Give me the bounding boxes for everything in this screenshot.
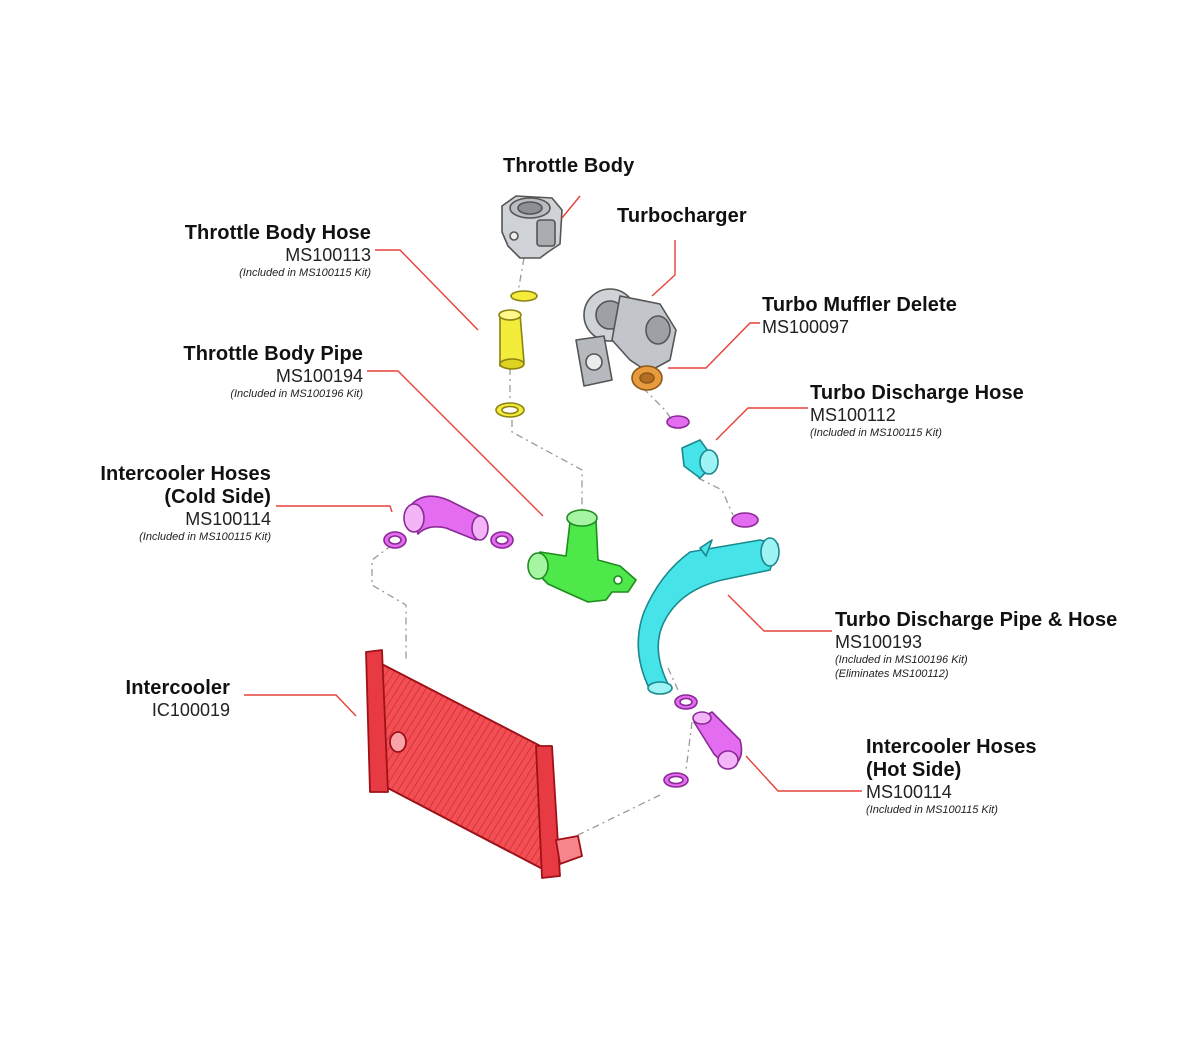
turbo-discharge-hose-part bbox=[666, 415, 759, 528]
callout-intercooler-hoses-hot: Intercooler Hoses (Hot Side) MS100114 (I… bbox=[866, 736, 1037, 817]
callout-note: (Included in MS100115 Kit) bbox=[810, 426, 942, 439]
callout-leader-lines bbox=[244, 195, 862, 792]
assembly-guide-lines bbox=[371, 257, 734, 839]
callout-turbo-muffler-delete: Turbo Muffler Delete MS100097 bbox=[762, 294, 957, 338]
callout-title-line2: (Hot Side) bbox=[866, 759, 962, 781]
intercooler-hoses-hot-part bbox=[663, 694, 743, 788]
callout-note: (Included in MS100196 Kit) bbox=[835, 653, 968, 666]
callout-turbocharger: Turbocharger bbox=[617, 205, 747, 228]
callout-intercooler-hoses-cold: Intercooler Hoses (Cold Side) MS100114 (… bbox=[100, 463, 271, 544]
throttle-body-part bbox=[501, 195, 563, 259]
turbo-discharge-pipe-part bbox=[637, 537, 780, 695]
callout-title-line2: (Cold Side) bbox=[164, 486, 271, 508]
callout-note: (Included in MS100115 Kit) bbox=[866, 803, 998, 816]
callout-part-number: MS100112 bbox=[810, 405, 896, 425]
callout-throttle-body: Throttle Body bbox=[503, 155, 634, 178]
callout-part-number: IC100019 bbox=[151, 700, 230, 720]
callout-title: Turbo Discharge Pipe & Hose bbox=[835, 609, 1118, 631]
callout-turbo-discharge-pipe: Turbo Discharge Pipe & Hose MS100193 (In… bbox=[835, 609, 1117, 681]
callout-part-number: MS100193 bbox=[835, 632, 923, 652]
callout-title: Throttle Body Hose bbox=[184, 222, 371, 244]
callout-note-line2: (Eliminates MS100112) bbox=[835, 667, 949, 680]
callout-title: Turbo Muffler Delete bbox=[762, 294, 957, 316]
callout-note: (Included in MS100115 Kit) bbox=[139, 530, 271, 543]
callout-title: Throttle Body Pipe bbox=[183, 343, 363, 365]
callout-title: Intercooler bbox=[125, 677, 230, 699]
intercooler-part bbox=[365, 649, 583, 879]
callout-intercooler: Intercooler IC100019 bbox=[126, 677, 230, 721]
callout-title: Turbo Discharge Hose bbox=[810, 382, 1024, 404]
throttle-body-hose-part bbox=[495, 290, 538, 418]
throttle-body-pipe-part bbox=[527, 509, 637, 603]
callout-turbo-discharge-hose: Turbo Discharge Hose MS100112 (Included … bbox=[810, 382, 1024, 440]
callout-throttle-body-hose: Throttle Body Hose MS100113 (Included in… bbox=[185, 222, 371, 280]
callout-part-number: MS100114 bbox=[866, 782, 952, 802]
callout-title: Intercooler Hoses bbox=[866, 736, 1037, 758]
callout-throttle-body-pipe: Throttle Body Pipe MS100194 (Included in… bbox=[183, 343, 363, 401]
callout-part-number: MS100097 bbox=[762, 317, 850, 337]
callout-note: (Included in MS100115 Kit) bbox=[239, 266, 371, 279]
intercooler-hoses-cold-part bbox=[383, 495, 514, 549]
callout-title: Throttle Body bbox=[503, 155, 635, 177]
callout-title: Intercooler Hoses bbox=[100, 463, 271, 485]
turbocharger-part bbox=[575, 288, 677, 387]
callout-title: Turbocharger bbox=[617, 205, 747, 227]
callout-note: (Included in MS100196 Kit) bbox=[230, 387, 363, 400]
callout-part-number: MS100114 bbox=[185, 509, 271, 529]
turbo-muffler-delete-part bbox=[631, 365, 663, 391]
callout-part-number: MS100194 bbox=[275, 366, 363, 386]
callout-part-number: MS100113 bbox=[285, 245, 371, 265]
